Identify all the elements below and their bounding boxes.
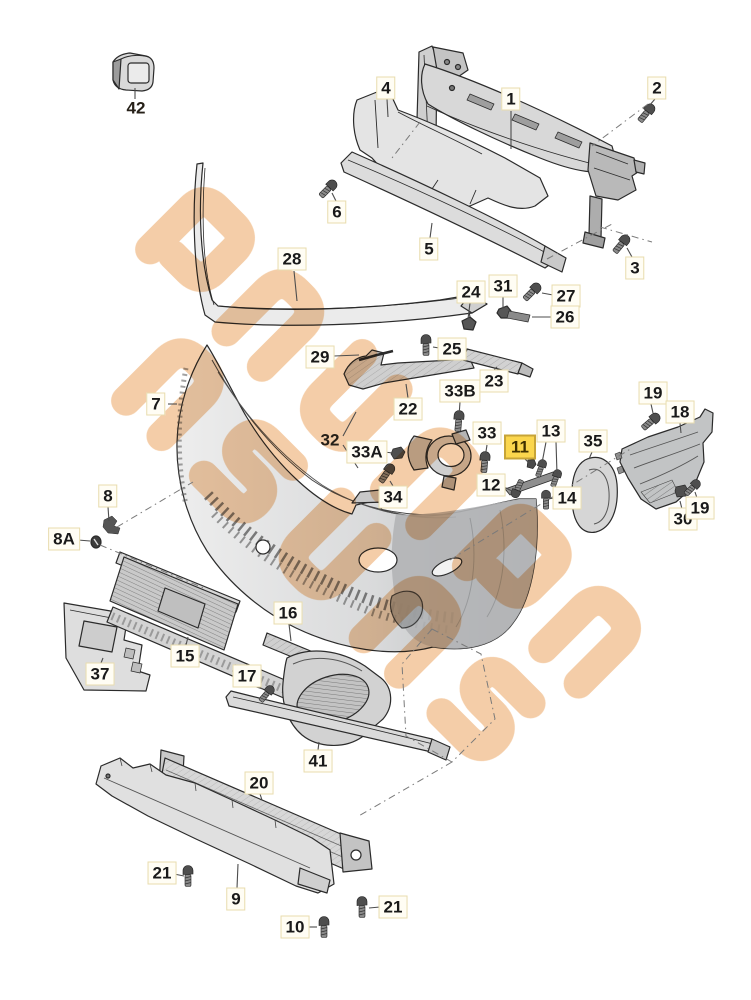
callout-27-10[interactable]: 27 — [551, 284, 581, 308]
clip-8 — [102, 515, 121, 535]
construction-lines — [99, 103, 653, 818]
callout-21-42[interactable]: 21 — [378, 895, 408, 919]
part-26-strip — [506, 310, 531, 323]
leader-line-20 — [259, 793, 263, 801]
callout-17-36[interactable]: 17 — [232, 664, 262, 688]
callout-13-23[interactable]: 13 — [536, 419, 566, 443]
callout-33B-16[interactable]: 33B — [439, 379, 481, 403]
leader-line-35 — [588, 451, 593, 460]
callout-33-21[interactable]: 33 — [472, 421, 502, 445]
callout-18-28[interactable]: 18 — [665, 400, 695, 424]
leader-line-32 — [342, 411, 357, 437]
leader-line-22 — [405, 383, 409, 399]
leader-line-34 — [389, 480, 394, 487]
leader-line-15 — [185, 636, 189, 646]
callout-3-6[interactable]: 3 — [625, 256, 645, 280]
callout-34-20[interactable]: 34 — [378, 485, 408, 509]
callout-14-26[interactable]: 14 — [552, 486, 582, 510]
callout-19-27[interactable]: 19 — [638, 381, 668, 405]
leader-line-21 — [368, 906, 381, 909]
callout-35-24[interactable]: 35 — [578, 429, 608, 453]
callout-21-39[interactable]: 21 — [147, 861, 177, 885]
callout-24-8[interactable]: 24 — [456, 280, 486, 304]
callout-5-5[interactable]: 5 — [419, 237, 439, 261]
leader-line-8A — [77, 539, 91, 542]
leader-line-6 — [331, 192, 337, 202]
leader-line-18 — [679, 422, 682, 434]
callout-2-3[interactable]: 2 — [647, 76, 667, 100]
callout-7-17[interactable]: 7 — [146, 392, 166, 416]
callout-42-0[interactable]: 42 — [126, 98, 146, 118]
callout-22-15[interactable]: 22 — [393, 397, 423, 421]
callout-29-12[interactable]: 29 — [305, 345, 335, 369]
leader-line-13 — [555, 441, 558, 475]
callout-11-22[interactable]: 11 — [504, 434, 536, 460]
callout-41-37[interactable]: 41 — [303, 749, 333, 773]
part-9-skid-plate — [95, 757, 335, 894]
leader-line-33B — [458, 401, 461, 417]
leader-line-24 — [467, 302, 471, 320]
callout-10-41[interactable]: 10 — [280, 915, 310, 939]
leader-line-16 — [288, 623, 292, 642]
callout-4-1[interactable]: 4 — [376, 76, 396, 100]
leader-line-8 — [107, 506, 110, 522]
callout-33A-19[interactable]: 33A — [346, 440, 388, 464]
part-42-sensor — [112, 52, 155, 92]
leader-line-2 — [648, 98, 656, 107]
leader-line-29 — [333, 354, 360, 357]
leader-line-9 — [236, 863, 239, 889]
callout-26-11[interactable]: 26 — [550, 305, 580, 329]
callout-37-33[interactable]: 37 — [85, 662, 115, 686]
leader-line-27 — [541, 292, 554, 296]
callout-15-34[interactable]: 15 — [170, 644, 200, 668]
part-37-plate-bracket — [63, 602, 151, 692]
callout-16-35[interactable]: 16 — [273, 601, 303, 625]
callout-28-7[interactable]: 28 — [277, 247, 307, 271]
callout-1-2[interactable]: 1 — [501, 87, 521, 111]
callout-9-40[interactable]: 9 — [226, 887, 246, 911]
leader-line-3 — [626, 247, 633, 258]
callout-32-18[interactable]: 32 — [320, 430, 340, 450]
grommet-8A — [90, 535, 102, 549]
leader-line-28 — [293, 270, 298, 302]
leader-line-33 — [484, 444, 488, 459]
callout-12-25[interactable]: 12 — [476, 473, 506, 497]
part-5-lower-strip — [340, 151, 567, 273]
callout-6-4[interactable]: 6 — [327, 200, 347, 224]
callout-23-14[interactable]: 23 — [479, 369, 509, 393]
callout-8-31[interactable]: 8 — [98, 484, 118, 508]
callout-31-9[interactable]: 31 — [488, 274, 518, 298]
leader-line-41 — [317, 741, 320, 751]
leader-line-37 — [100, 657, 104, 664]
leader-line-5 — [429, 222, 433, 239]
callout-25-13[interactable]: 25 — [437, 337, 467, 361]
part-23-bracket — [462, 348, 534, 378]
callout-20-38[interactable]: 20 — [244, 771, 274, 795]
clip-30 — [674, 484, 689, 498]
callout-19-30[interactable]: 19 — [685, 496, 715, 520]
leader-line-4 — [386, 98, 389, 118]
leader-line-13 — [541, 441, 547, 464]
callout-8A-32[interactable]: 8A — [48, 527, 80, 551]
leader-line-19 — [650, 403, 654, 414]
